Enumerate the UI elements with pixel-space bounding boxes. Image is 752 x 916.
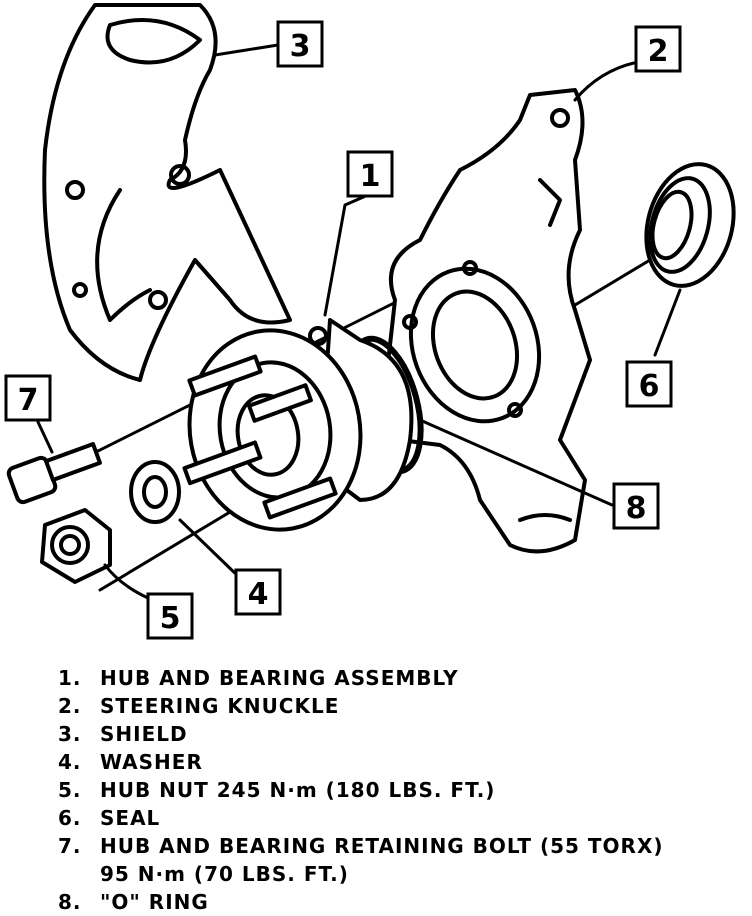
legend-item: 6. SEAL bbox=[58, 804, 738, 832]
callout-7-label: 7 bbox=[18, 383, 39, 418]
legend-item: 8. "O" RING bbox=[58, 888, 738, 916]
legend-item: 4. WASHER bbox=[58, 748, 738, 776]
legend-number: 5. bbox=[58, 778, 82, 802]
leader-line-1 bbox=[323, 193, 370, 317]
callout-6: 6 bbox=[625, 360, 673, 408]
legend-item: 3. SHIELD bbox=[58, 720, 738, 748]
legend-item: 5. HUB NUT 245 N·m (180 LBS. FT.) bbox=[58, 776, 738, 804]
legend-number: 7. bbox=[58, 834, 82, 858]
exploded-hub-diagram: 1 2 3 4 5 6 7 8 bbox=[4, 3, 736, 640]
legend-text: WASHER bbox=[100, 750, 203, 774]
legend-text: SEAL bbox=[100, 806, 161, 830]
legend-item: 1. HUB AND BEARING ASSEMBLY bbox=[58, 664, 738, 692]
legend-number: 6. bbox=[58, 806, 82, 830]
legend-number: 1. bbox=[58, 666, 82, 690]
legend-number: 8. bbox=[58, 890, 82, 914]
legend-number: 4. bbox=[58, 750, 82, 774]
legend-text: HUB AND BEARING ASSEMBLY bbox=[100, 666, 459, 690]
legend-number: 3. bbox=[58, 722, 82, 746]
callout-3: 3 bbox=[276, 20, 324, 68]
steering-knuckle-part bbox=[383, 88, 592, 554]
callout-4-label: 4 bbox=[248, 577, 269, 612]
callout-6-label: 6 bbox=[639, 369, 660, 404]
callout-7: 7 bbox=[4, 374, 52, 422]
hub-nut-part bbox=[40, 508, 112, 584]
seal-part bbox=[644, 162, 736, 288]
callout-5-label: 5 bbox=[160, 601, 181, 636]
leader-line-2 bbox=[573, 60, 640, 102]
leader-line-6 bbox=[653, 288, 682, 357]
legend-item: 7. HUB AND BEARING RETAINING BOLT (55 TOR… bbox=[58, 832, 738, 888]
callout-4: 4 bbox=[234, 568, 282, 616]
leader-line-8 bbox=[418, 418, 614, 507]
legend-number: 2. bbox=[58, 694, 82, 718]
callout-1: 1 bbox=[346, 150, 394, 198]
hub-bearing-part bbox=[182, 318, 414, 532]
leader-line-4 bbox=[178, 518, 242, 580]
leader-line-3 bbox=[213, 43, 280, 57]
callout-2: 2 bbox=[634, 25, 682, 73]
callout-8: 8 bbox=[612, 482, 660, 530]
retaining-bolt-part bbox=[6, 442, 102, 505]
legend-text: HUB NUT 245 N·m (180 LBS. FT.) bbox=[100, 778, 496, 802]
shield-part bbox=[42, 3, 292, 382]
legend-text: HUB AND BEARING RETAINING BOLT (55 TORX)… bbox=[100, 834, 664, 886]
leader-lines bbox=[36, 43, 682, 600]
legend-text: SHIELD bbox=[100, 722, 188, 746]
callout-1-label: 1 bbox=[360, 159, 381, 194]
callout-8-label: 8 bbox=[626, 491, 647, 526]
legend-item: 2. STEERING KNUCKLE bbox=[58, 692, 738, 720]
washer-part bbox=[129, 460, 181, 524]
parts-legend: 1. HUB AND BEARING ASSEMBLY 2. STEERING KN… bbox=[58, 664, 738, 916]
legend-text: STEERING KNUCKLE bbox=[100, 694, 340, 718]
callout-3-label: 3 bbox=[290, 29, 311, 64]
legend-text: "O" RING bbox=[100, 890, 209, 914]
callout-2-label: 2 bbox=[648, 34, 669, 69]
leader-line-7 bbox=[36, 420, 54, 454]
callout-5: 5 bbox=[146, 592, 194, 640]
leader-line-5 bbox=[103, 563, 150, 600]
